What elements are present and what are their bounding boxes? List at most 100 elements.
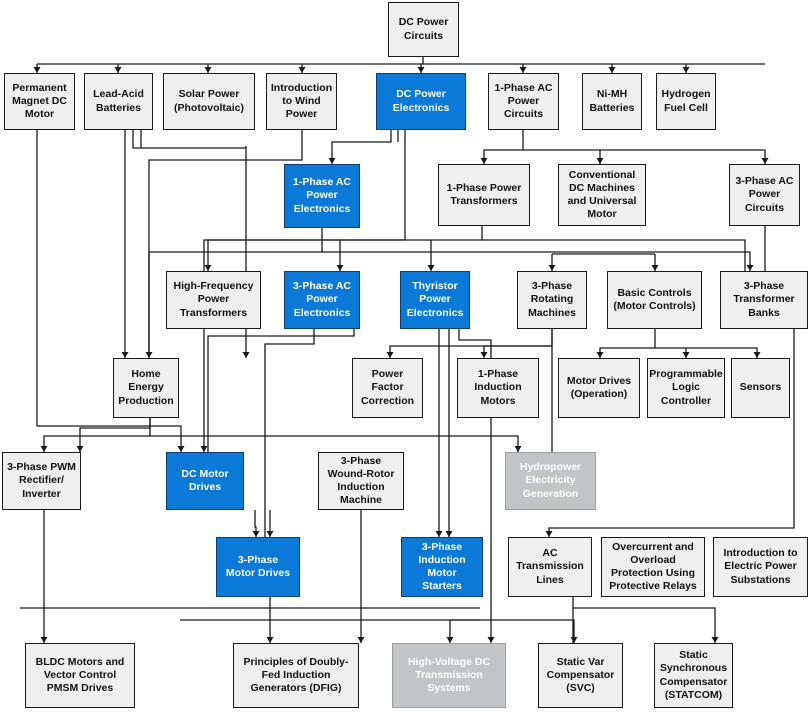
node-dc-power-circuits[interactable]: DC Power Circuits bbox=[388, 2, 459, 57]
arrowhead bbox=[427, 265, 435, 271]
arrowhead bbox=[40, 637, 48, 643]
node-high-frequency-power-transformers[interactable]: High-Frequency Power Transformers bbox=[166, 271, 261, 329]
arrowhead bbox=[386, 352, 394, 358]
arrowhead bbox=[570, 637, 578, 643]
node-1-phase-induction-motors[interactable]: 1-Phase Induction Motors bbox=[457, 358, 539, 418]
arrowhead bbox=[266, 531, 274, 537]
node-3-phase-transformer-banks[interactable]: 3-Phase Transformer Banks bbox=[720, 271, 808, 329]
node-dc-power-electronics[interactable]: DC Power Electronics bbox=[376, 73, 466, 130]
arrowhead bbox=[200, 446, 208, 452]
arrowhead bbox=[114, 67, 122, 73]
connector-line bbox=[36, 130, 182, 452]
node-dc-motor-drives[interactable]: DC Motor Drives bbox=[166, 452, 244, 510]
arrowhead bbox=[519, 67, 527, 73]
connector-line bbox=[599, 329, 656, 358]
connector-line bbox=[321, 228, 751, 271]
node-3-phase-pwm-rectifier-inverter[interactable]: 3-Phase PWM Rectifier/ Inverter bbox=[2, 452, 81, 510]
node-1-phase-ac-power-circuits[interactable]: 1-Phase AC Power Circuits bbox=[488, 73, 559, 130]
node-electric-power-substations[interactable]: Introduction to Electric Power Substatio… bbox=[713, 537, 808, 597]
node-introduction-to-wind-power[interactable]: Introduction to Wind Power bbox=[266, 73, 337, 130]
connector-line bbox=[389, 329, 553, 358]
connector-line bbox=[655, 347, 758, 358]
arrowhead bbox=[435, 531, 443, 537]
node-basic-controls[interactable]: Basic Controls (Motor Controls) bbox=[607, 271, 702, 329]
connector-line bbox=[523, 149, 766, 164]
node-permanent-magnet-dc-motor[interactable]: Permanent Magnet DC Motor bbox=[4, 73, 75, 130]
arrowhead bbox=[746, 265, 754, 271]
arrowhead bbox=[266, 637, 274, 643]
node-conventional-dc-machines[interactable]: Conventional DC Machines and Universal M… bbox=[558, 164, 646, 226]
node-3-phase-rotating-machines[interactable]: 3-Phase Rotating Machines bbox=[517, 271, 587, 329]
arrowhead bbox=[252, 531, 260, 537]
arrowhead bbox=[298, 67, 306, 73]
connector-line bbox=[482, 239, 746, 271]
node-home-energy-production[interactable]: Home Energy Production bbox=[113, 358, 179, 418]
arrowhead bbox=[480, 352, 488, 358]
arrowhead bbox=[446, 637, 454, 643]
node-3-phase-ac-power-electronics[interactable]: 3-Phase AC Power Electronics bbox=[284, 271, 360, 329]
arrowhead bbox=[480, 158, 488, 164]
node-lead-acid-batteries[interactable]: Lead-Acid Batteries bbox=[84, 73, 153, 130]
node-1-phase-power-transformers[interactable]: 1-Phase Power Transformers bbox=[438, 164, 530, 226]
node-3-phase-induction-motor-starters[interactable]: 3-Phase Induction Motor Starters bbox=[401, 537, 483, 597]
arrowhead bbox=[336, 265, 344, 271]
node-programmable-logic-controller[interactable]: Programmable Logic Controller bbox=[647, 358, 725, 418]
connector-line bbox=[449, 619, 491, 643]
arrowhead bbox=[753, 352, 761, 358]
node-1-phase-ac-power-electronics[interactable]: 1-Phase AC Power Electronics bbox=[284, 164, 360, 228]
connector-line bbox=[483, 345, 552, 358]
node-static-var-compensator[interactable]: Static Var Compensator (SVC) bbox=[538, 643, 623, 708]
node-ac-transmission-lines[interactable]: AC Transmission Lines bbox=[508, 537, 592, 597]
connector-line bbox=[264, 329, 315, 537]
arrowhead bbox=[608, 67, 616, 73]
node-doubly-fed-induction-generators[interactable]: Principles of Doubly- Fed Induction Gene… bbox=[233, 643, 359, 708]
node-ni-mh-batteries[interactable]: Ni-MH Batteries bbox=[582, 73, 642, 130]
connector-line bbox=[207, 226, 483, 271]
arrowhead bbox=[145, 352, 153, 358]
arrowhead bbox=[682, 67, 690, 73]
arrowhead bbox=[33, 67, 41, 73]
arrowhead bbox=[487, 637, 495, 643]
arrowhead bbox=[596, 352, 604, 358]
connector-line bbox=[331, 130, 392, 164]
node-bldc-motors-pmsm-drives[interactable]: BLDC Motors and Vector Control PMSM Driv… bbox=[25, 643, 135, 708]
connector-line bbox=[491, 619, 575, 643]
connector-line bbox=[148, 251, 322, 358]
connector-line bbox=[458, 329, 492, 620]
node-sensors[interactable]: Sensors bbox=[731, 358, 790, 418]
arrowhead bbox=[242, 352, 250, 358]
arrowhead bbox=[545, 531, 553, 537]
arrowhead bbox=[651, 265, 659, 271]
arrowhead bbox=[417, 67, 425, 73]
node-3-phase-motor-drives[interactable]: 3-Phase Motor Drives bbox=[216, 537, 300, 597]
node-solar-power[interactable]: Solar Power (Photovoltaic) bbox=[163, 73, 255, 130]
arrowhead bbox=[76, 446, 84, 452]
connector-line bbox=[207, 329, 355, 452]
arrowhead bbox=[514, 446, 522, 452]
node-hydropower-electricity-generation[interactable]: Hydropower Electricity Generation bbox=[505, 452, 596, 510]
node-power-factor-correction[interactable]: Power Factor Correction bbox=[352, 358, 423, 418]
arrowhead bbox=[548, 265, 556, 271]
connector-line bbox=[483, 130, 524, 164]
node-thyristor-power-electronics[interactable]: Thyristor Power Electronics bbox=[400, 271, 470, 329]
node-hydrogen-fuel-cell[interactable]: Hydrogen Fuel Cell bbox=[656, 73, 716, 130]
node-high-voltage-dc-transmission[interactable]: High-Voltage DC Transmission Systems bbox=[392, 643, 506, 708]
node-motor-drives-operation[interactable]: Motor Drives (Operation) bbox=[558, 358, 640, 418]
arrowhead bbox=[121, 352, 129, 358]
node-overcurrent-overload-protection[interactable]: Overcurrent and Overload Protection Usin… bbox=[601, 537, 705, 597]
arrowhead bbox=[204, 265, 212, 271]
node-static-synchronous-compensator[interactable]: Static Synchronous Compensator (STATCOM) bbox=[654, 643, 733, 708]
arrowhead bbox=[596, 158, 604, 164]
connector-line bbox=[572, 597, 716, 643]
connector-line bbox=[79, 418, 151, 452]
arrowhead bbox=[357, 637, 365, 643]
connector-line bbox=[43, 418, 151, 452]
arrowhead bbox=[682, 352, 690, 358]
connector-line bbox=[132, 130, 247, 358]
node-3-phase-ac-power-circuits[interactable]: 3-Phase AC Power Circuits bbox=[729, 164, 800, 226]
arrowhead bbox=[177, 446, 185, 452]
arrowhead bbox=[40, 446, 48, 452]
node-3-phase-wound-rotor-induction-machine[interactable]: 3-Phase Wound-Rotor Induction Machine bbox=[318, 452, 404, 510]
arrowhead bbox=[328, 158, 336, 164]
